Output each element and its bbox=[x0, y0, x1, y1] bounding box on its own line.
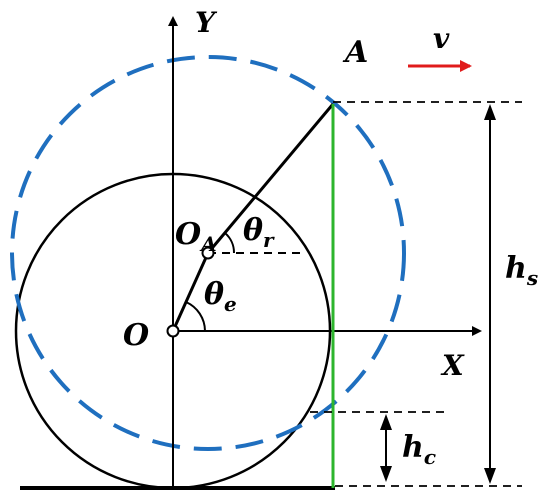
hs-sub: s bbox=[526, 266, 538, 290]
velocity-label: v bbox=[433, 22, 450, 55]
hc-arrowhead-bottom bbox=[380, 466, 392, 482]
hc-label: hc bbox=[402, 430, 436, 469]
theta-r-label: θr bbox=[243, 213, 275, 252]
x-axis-label: X bbox=[440, 349, 465, 382]
hs-main: h bbox=[505, 251, 527, 286]
origin-label: O bbox=[123, 318, 149, 353]
theta-r-sub: r bbox=[263, 228, 275, 252]
y-axis-label: Y bbox=[195, 6, 218, 39]
theta-r-main: θ bbox=[243, 213, 263, 248]
oa-label-sub: A bbox=[199, 232, 217, 256]
hs-arrowhead-top bbox=[484, 104, 496, 120]
theta-e-main: θ bbox=[204, 277, 224, 312]
theta-e-arc bbox=[185, 301, 206, 332]
link-o-to-oa bbox=[171, 252, 210, 332]
hc-sub: c bbox=[424, 445, 436, 469]
oa-label: OA bbox=[175, 217, 217, 256]
theta-r-arc bbox=[224, 232, 236, 254]
hs-label: hs bbox=[505, 251, 538, 290]
origin-joint bbox=[166, 324, 180, 338]
hc-main: h bbox=[402, 430, 424, 465]
oa-joint bbox=[201, 246, 215, 260]
hs-arrowhead-bottom bbox=[484, 468, 496, 484]
theta-e-sub: e bbox=[224, 292, 237, 316]
link-oa-to-a bbox=[206, 103, 335, 254]
theta-e-label: θe bbox=[204, 277, 237, 316]
dashed-reach-circle bbox=[10, 55, 406, 451]
point-a-label: A bbox=[342, 35, 368, 70]
hc-arrowhead-top bbox=[380, 414, 392, 430]
oa-label-main: O bbox=[175, 217, 201, 252]
